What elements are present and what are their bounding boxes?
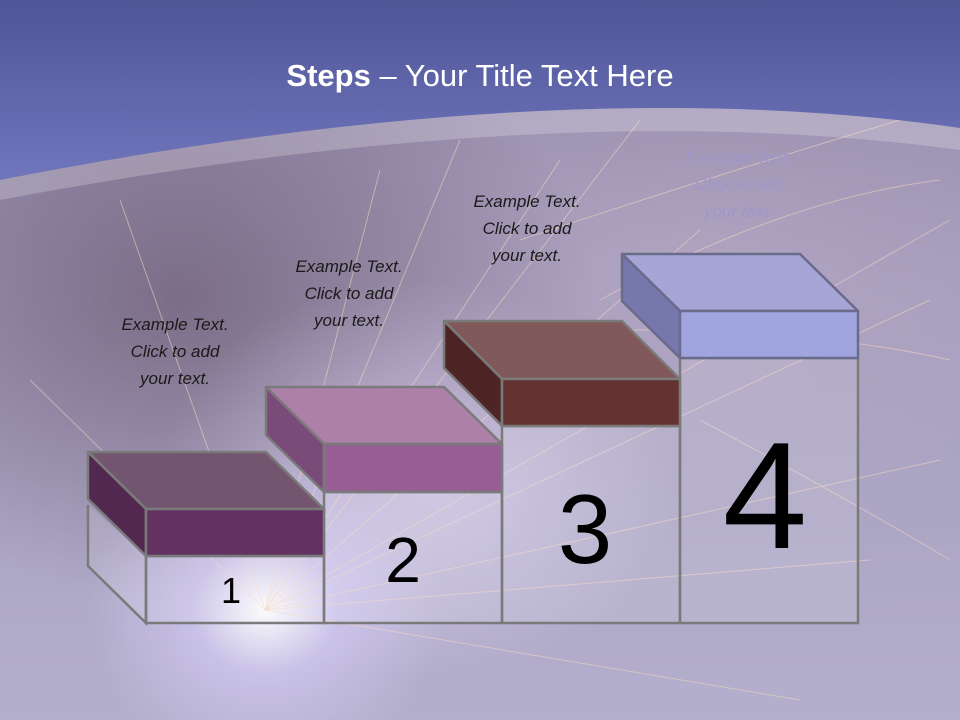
- step-1-column-front: [144, 554, 326, 625]
- slide-title[interactable]: Steps – Your Title Text Here: [0, 56, 960, 96]
- step-3-number: 3: [557, 474, 613, 584]
- step-2-number: 2: [385, 524, 421, 596]
- step-4-block[interactable]: [620, 252, 860, 360]
- step-4-text[interactable]: Example Text. Click to add your text.: [685, 148, 793, 221]
- step-3-block[interactable]: [442, 319, 682, 428]
- header-band: [0, 0, 960, 200]
- step-2-text[interactable]: Example Text. Click to add your text.: [295, 257, 403, 330]
- step-2-block[interactable]: [264, 385, 504, 494]
- title-rest: – Your Title Text Here: [370, 58, 674, 93]
- step-4-column-front: [678, 356, 860, 625]
- step-1-number: 1: [220, 570, 242, 611]
- step-1-text[interactable]: Example Text. Click to add your text.: [121, 315, 229, 388]
- title-bold: Steps: [286, 58, 371, 93]
- step-3-text[interactable]: Example Text. Click to add your text.: [473, 192, 581, 265]
- step-1-block[interactable]: [86, 450, 326, 558]
- step-4-number: 4: [722, 411, 808, 581]
